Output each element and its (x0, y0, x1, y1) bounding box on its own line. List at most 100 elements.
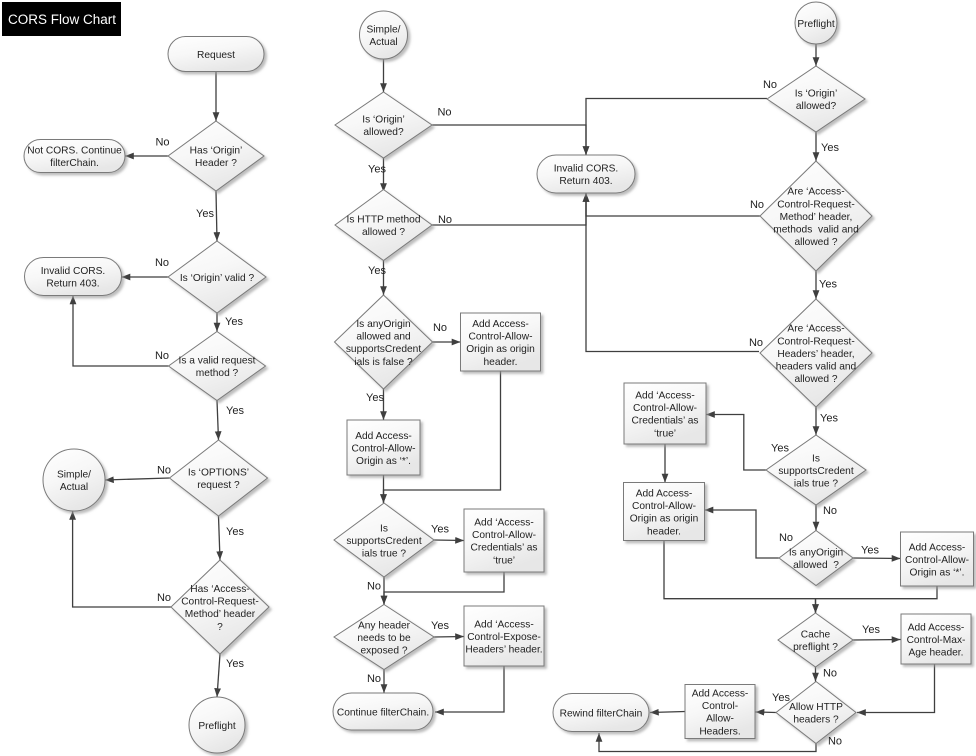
has-origin-header-shape (167, 120, 265, 192)
edge-label-supports-cred-preflight-yes: Yes (771, 443, 789, 455)
add-acac-true-preflight-shape (623, 382, 707, 445)
is-supports-credentials-simple-shape (333, 502, 435, 578)
add-max-age-header-shape (900, 613, 972, 665)
edge-supports-cred-simple-yes (433, 536, 465, 544)
edge-origin-allowed-simple-no (432, 124, 590, 155)
node-invalid-cors-return-403: Invalid CORS.Return 403. (24, 257, 122, 296)
edge-label-acrm-no: No (750, 199, 764, 211)
edge-labels-layer: NoYesNoYesNoYesNoYesNoYesNoNoNoNoNoYesYe… (155, 79, 880, 748)
node-add-allow-headers: Add Access-Control-Allow-Headers. (684, 684, 756, 739)
has-origin-header-label: Has ‘Origin’Header ? (190, 146, 243, 170)
simple-actual-label: Simple/Actual (57, 470, 91, 494)
is-valid-request-method-shape (167, 330, 267, 402)
node-add-acao-star-simple: Add Access-Control-Allow-Origin as ‘*’. (346, 419, 421, 476)
edge-label-supports-cred-preflight-no: No (823, 505, 837, 517)
node-is-origin-valid: Is ‘Origin’ valid ? (167, 240, 267, 314)
edge-supports-cred-preflight-yes (706, 411, 766, 471)
node-request: Request (167, 36, 265, 72)
edge-acao-star-preflight-down (812, 586, 938, 613)
node-add-acao-origin-header-simple: Add Access-Control-Allow-Origin as origi… (460, 312, 541, 372)
edge-has-origin-yes (213, 190, 221, 242)
continue-filterchain-shape (332, 692, 434, 731)
edge-valid-method-yes (214, 400, 222, 441)
is-anyorigin-allowed-preflight-shape (778, 529, 854, 587)
node-has-origin-header: Has ‘Origin’Header ? (167, 120, 265, 192)
node-add-expose-headers: Add ‘Access-Control-Expose-Headers’ head… (463, 605, 545, 667)
edge-label-supports-cred-simple-yes: Yes (431, 524, 449, 536)
any-header-needs-exposed-shape (333, 603, 435, 671)
add-acao-origin-header-preflight-shape (623, 482, 705, 541)
are-acrh-valid-allowed-label: Are ‘Access-Control-Request-Headers’ hea… (776, 324, 857, 385)
edge-label-supports-cred-simple-no: No (367, 581, 381, 593)
is-origin-valid-label: Is ‘Origin’ valid ? (180, 273, 255, 284)
node-add-acao-origin-header-preflight: Add Access-Control-Allow-Origin as origi… (623, 482, 705, 541)
preflight-terminal-label: Preflight (198, 721, 236, 732)
add-acac-true-simple-label: Add ‘Access-Control-Allow-Credentials’ a… (470, 518, 537, 567)
node-preflight-start: Preflight (794, 1, 838, 45)
edge-label-origin-valid-no: No (155, 257, 169, 269)
edge-label-valid-method-no: No (155, 350, 169, 362)
edge-anyorigin-preflight-no (704, 506, 779, 559)
add-expose-headers-label: Add ‘Access-Control-Expose-Headers’ head… (465, 619, 542, 655)
node-add-acac-true-simple: Add ‘Access-Control-Allow-Credentials’ a… (463, 508, 545, 573)
are-acrm-valid-allowed-shape (759, 160, 873, 272)
edge-label-acrh-yes: Yes (820, 413, 838, 425)
invalid-cors-return-403-shape (24, 257, 122, 296)
edge-label-cache-preflight-yes: Yes (862, 624, 880, 636)
edge-label-options-no: No (157, 465, 171, 477)
edge-label-origin-valid-yes: Yes (225, 316, 243, 328)
edge-has-acrm-no (69, 511, 171, 608)
node-preflight-terminal: Preflight (188, 696, 246, 754)
preflight-start-shape (794, 1, 838, 45)
edge-label-anyorigin-false-no: No (433, 322, 447, 334)
edge-origin-allowed-preflight-no (582, 97, 767, 155)
edge-label-anyorigin-preflight-yes: Yes (861, 545, 879, 557)
edge-label-cache-preflight-no: No (823, 668, 837, 680)
node-is-options-request: Is ‘OPTIONS’request ? (168, 439, 269, 517)
cache-preflight-shape (777, 612, 854, 668)
edge-any-header-yes (433, 633, 465, 641)
is-origin-allowed-simple-shape (334, 91, 433, 159)
preflight-terminal-shape (188, 696, 246, 754)
add-acao-star-preflight-label: Add Access-Control-Allow-Origin as ‘*’. (905, 542, 969, 578)
is-options-request-label: Is ‘OPTIONS’request ? (188, 468, 249, 492)
node-invalid-cors-return-403-shared: Invalid CORS.Return 403. (536, 154, 636, 194)
edge-label-has-origin-no: No (155, 137, 169, 149)
node-are-acrh-valid-allowed: Are ‘Access-Control-Request-Headers’ hea… (759, 298, 873, 408)
add-acao-origin-header-preflight-label: Add Access-Control-Allow-Origin as origi… (630, 489, 699, 538)
edge-label-http-method-no: No (438, 214, 452, 226)
edge-label-http-method-yes: Yes (368, 265, 386, 277)
edge-label-acrh-no: No (749, 337, 763, 349)
edge-anyorigin-preflight-yes (852, 555, 901, 562)
edge-allow-http-no (595, 733, 817, 753)
edge-label-has-origin-yes: Yes (196, 208, 214, 220)
invalid-cors-return-403-shared-label: Invalid CORS.Return 403. (554, 164, 619, 188)
edge-label-origin-allowed-preflight-no: No (763, 79, 777, 91)
node-is-origin-allowed-preflight: Is ‘Origin’allowed? (766, 65, 866, 133)
edge-label-anyorigin-false-yes: Yes (366, 392, 384, 404)
add-expose-headers-shape (463, 605, 545, 667)
rewind-filterchain-shape (552, 693, 650, 732)
edges-layer (69, 44, 938, 753)
edge-label-origin-allowed-simple-no: No (437, 107, 451, 119)
invalid-cors-return-403-shared-shape (536, 154, 636, 194)
edge-options-yes (216, 515, 224, 561)
add-acao-origin-header-simple-label: Add Access-Control-Allow-Origin as origi… (466, 319, 535, 368)
node-has-acrm-header: Has ‘Access-Control-Request-Method’ head… (170, 559, 270, 655)
edge-valid-method-no (69, 295, 169, 367)
add-max-age-header-label: Add Access-Control-Max-Age header. (907, 622, 966, 658)
